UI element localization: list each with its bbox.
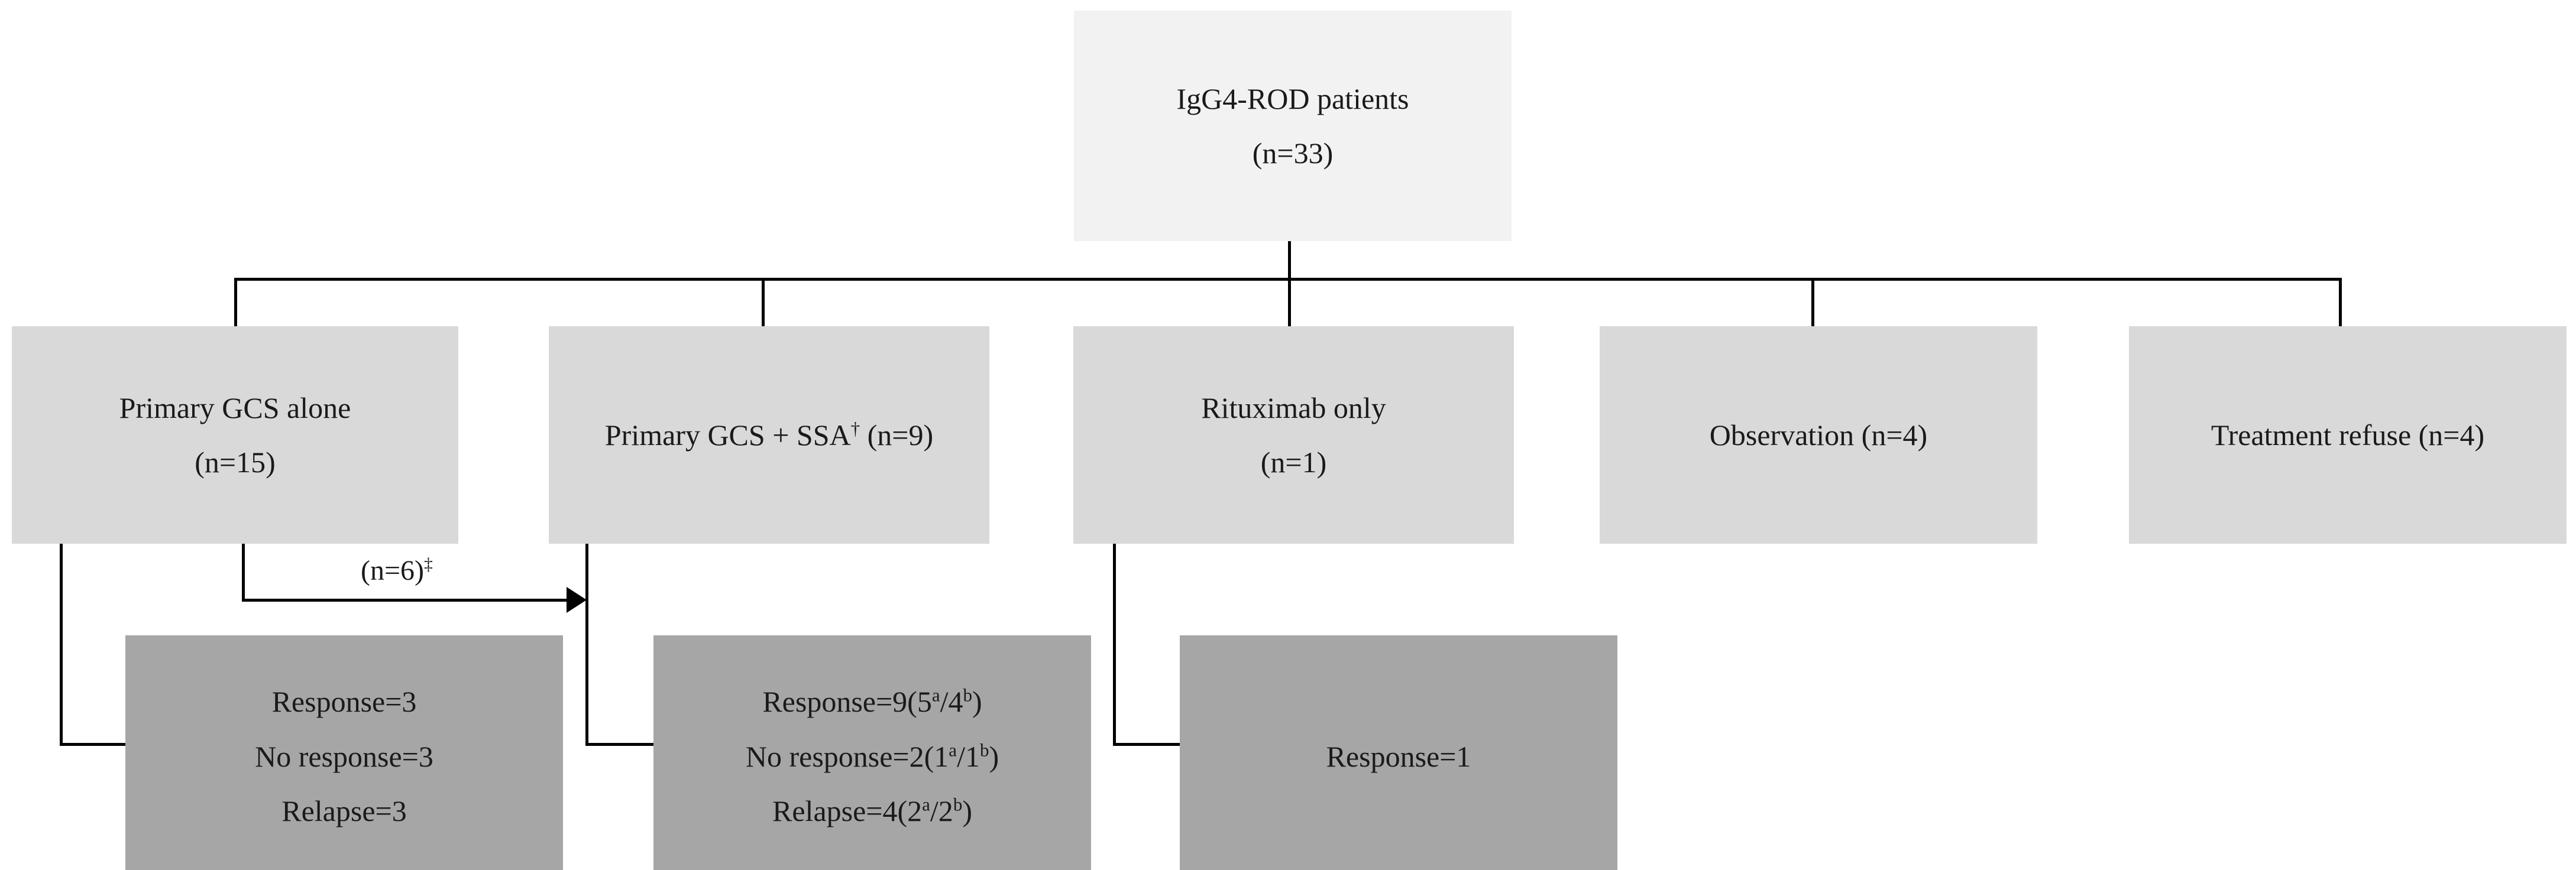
node-outcome-rituximab-only[interactable]: Response=1 — [1180, 635, 1617, 870]
outcome-1-row-3: Relapse=3 — [281, 794, 407, 828]
branch-1-label: Primary GCS alone — [119, 391, 351, 424]
outcome-2-row-3: Relapse=4(2a/2b) — [772, 794, 972, 828]
connector-drop-branch-4 — [1811, 278, 1814, 327]
node-treatment-refuse[interactable]: Treatment refuse (n=4) — [2129, 326, 2567, 544]
root-count: (n=33) — [1252, 137, 1334, 170]
connector-drop-branch-2 — [762, 278, 765, 327]
connector-drop-branch-1 — [234, 278, 237, 327]
double-dagger-marker: ‡ — [424, 554, 433, 574]
outcome-3-row-1: Response=1 — [1326, 739, 1471, 773]
connector-branch1-down — [60, 544, 63, 746]
connector-branch1-into-outcome — [60, 743, 127, 746]
branch-3-count: (n=1) — [1260, 446, 1327, 479]
outcome-2-row-2: No response=2(1a/1b) — [745, 739, 999, 773]
connector-branch3-into-outcome — [1113, 743, 1182, 746]
node-outcome-primary-gcs-alone[interactable]: Response=3 No response=3 Relapse=3 — [125, 635, 563, 870]
connector-root-stem — [1288, 241, 1291, 281]
connector-drop-branch-5 — [2339, 278, 2342, 327]
node-primary-gcs-alone[interactable]: Primary GCS alone (n=15) — [12, 326, 458, 544]
branch-5-label: Treatment refuse (n=4) — [2211, 418, 2485, 452]
dagger-marker: † — [850, 418, 860, 439]
outcome-1-row-2: No response=3 — [255, 739, 433, 773]
connector-branch3-down — [1113, 544, 1116, 746]
edge-label-crossover: (n=6)‡ — [361, 554, 433, 586]
connector-drop-branch-3 — [1288, 278, 1291, 327]
connector-crossover-down — [242, 544, 245, 602]
outcome-1-row-1: Response=3 — [271, 685, 417, 719]
node-observation[interactable]: Observation (n=4) — [1600, 326, 2037, 544]
node-outcome-primary-gcs-plus-ssa[interactable]: Response=9(5a/4b) No response=2(1a/1b) R… — [653, 635, 1091, 870]
branch-4-label: Observation (n=4) — [1709, 418, 1928, 452]
node-rituximab-only[interactable]: Rituximab only (n=1) — [1073, 326, 1514, 544]
node-primary-gcs-plus-ssa[interactable]: Primary GCS + SSA† (n=9) — [549, 326, 989, 544]
branch-3-label: Rituximab only — [1201, 391, 1386, 424]
branch-1-count: (n=15) — [195, 446, 276, 479]
connector-crossover-right — [242, 599, 568, 602]
root-label: IgG4-ROD patients — [1176, 82, 1409, 115]
node-igg4-rod-patients[interactable]: IgG4-ROD patients (n=33) — [1074, 11, 1512, 241]
branch-2-label: Primary GCS + SSA† (n=9) — [604, 418, 934, 452]
connector-branch2-down — [585, 544, 588, 746]
arrowhead-icon — [567, 587, 587, 613]
outcome-2-row-1: Response=9(5a/4b) — [762, 684, 982, 719]
connector-branch2-into-outcome — [585, 743, 655, 746]
